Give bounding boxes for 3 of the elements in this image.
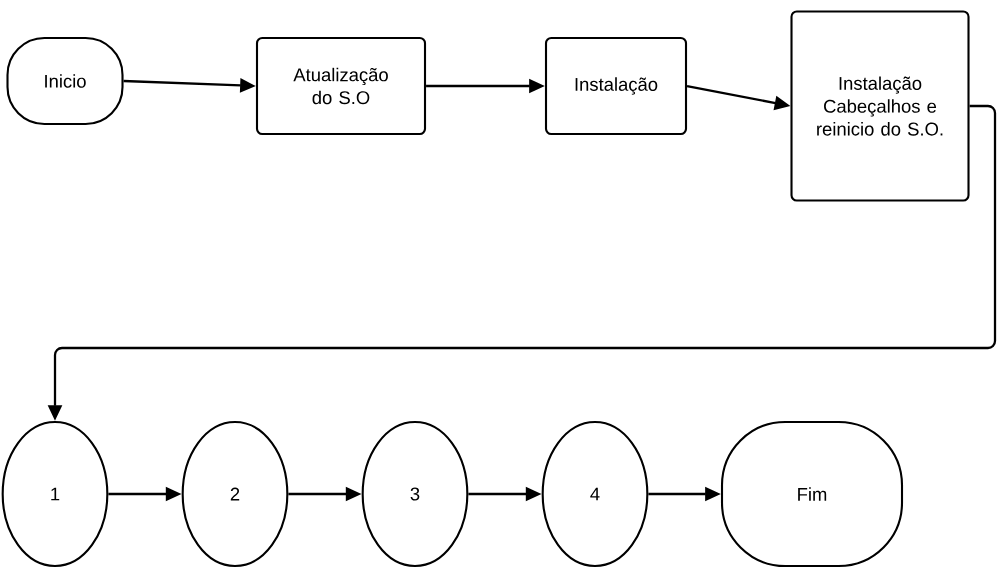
process-box: Instalação Cabeçalhos e reinicio do S.O.	[790, 10, 970, 202]
process-box: Instalação	[544, 36, 688, 136]
process-box: Atualização do S.O	[255, 36, 427, 136]
